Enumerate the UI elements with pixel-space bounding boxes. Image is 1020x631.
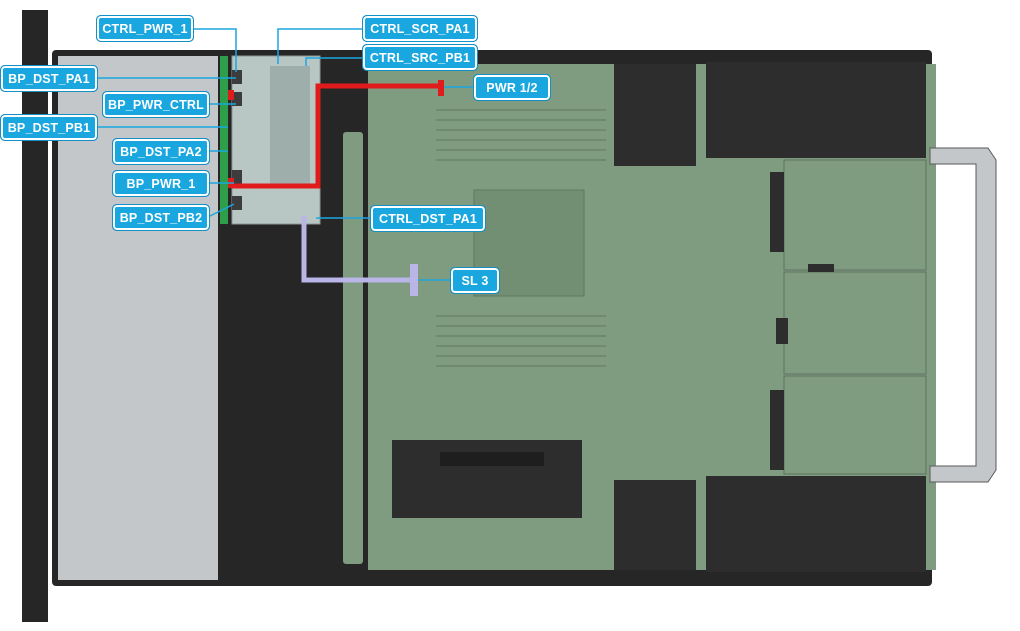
callout-ctrl-dst-pa1: CTRL_DST_PA1 — [370, 205, 486, 232]
callout-bp-dst-pb2: BP_DST_PB2 — [112, 204, 210, 231]
rear-drive-cage-top — [706, 62, 926, 158]
riser-bar — [343, 132, 363, 564]
callout-sl-3: SL 3 — [450, 267, 500, 294]
callout-bp-dst-pb1: BP_DST_PB1 — [0, 114, 98, 141]
leader-lines — [96, 28, 474, 281]
callout-pwr-1-2: PWR 1/2 — [473, 74, 551, 101]
psu-bay-2 — [783, 271, 927, 375]
power-cable — [232, 83, 440, 189]
chassis-left-rail — [22, 10, 48, 622]
signal-cable — [301, 216, 414, 283]
rear-drive-cage-bottom — [706, 476, 926, 572]
psu-bay-3 — [783, 375, 927, 475]
pcie-slot — [440, 452, 544, 466]
board-connectors — [392, 64, 834, 570]
callout-ctrl-src-pb1: CTRL_SRC_PB1 — [362, 44, 478, 71]
chassis-handle — [929, 147, 997, 483]
power-cable-end — [438, 80, 444, 96]
backplane-connector-strip — [220, 56, 228, 224]
dimm-slots — [436, 109, 606, 367]
callout-ctrl-scr-pa1: CTRL_SCR_PA1 — [362, 15, 478, 42]
signal-cable-end — [410, 264, 418, 296]
controller-heatsink — [270, 66, 310, 184]
power-connector-marker-top — [228, 90, 234, 100]
callout-bp-dst-pa2: BP_DST_PA2 — [112, 138, 210, 165]
callout-bp-pwr-ctrl: BP_PWR_CTRL — [102, 91, 210, 118]
callout-bp-dst-pa1: BP_DST_PA1 — [0, 65, 98, 92]
callout-ctrl-pwr-1: CTRL_PWR_1 — [96, 15, 194, 42]
callout-bp-pwr-1: BP_PWR_1 — [112, 170, 210, 197]
backplane-ports — [232, 70, 242, 210]
psu-bay-1 — [783, 159, 927, 271]
